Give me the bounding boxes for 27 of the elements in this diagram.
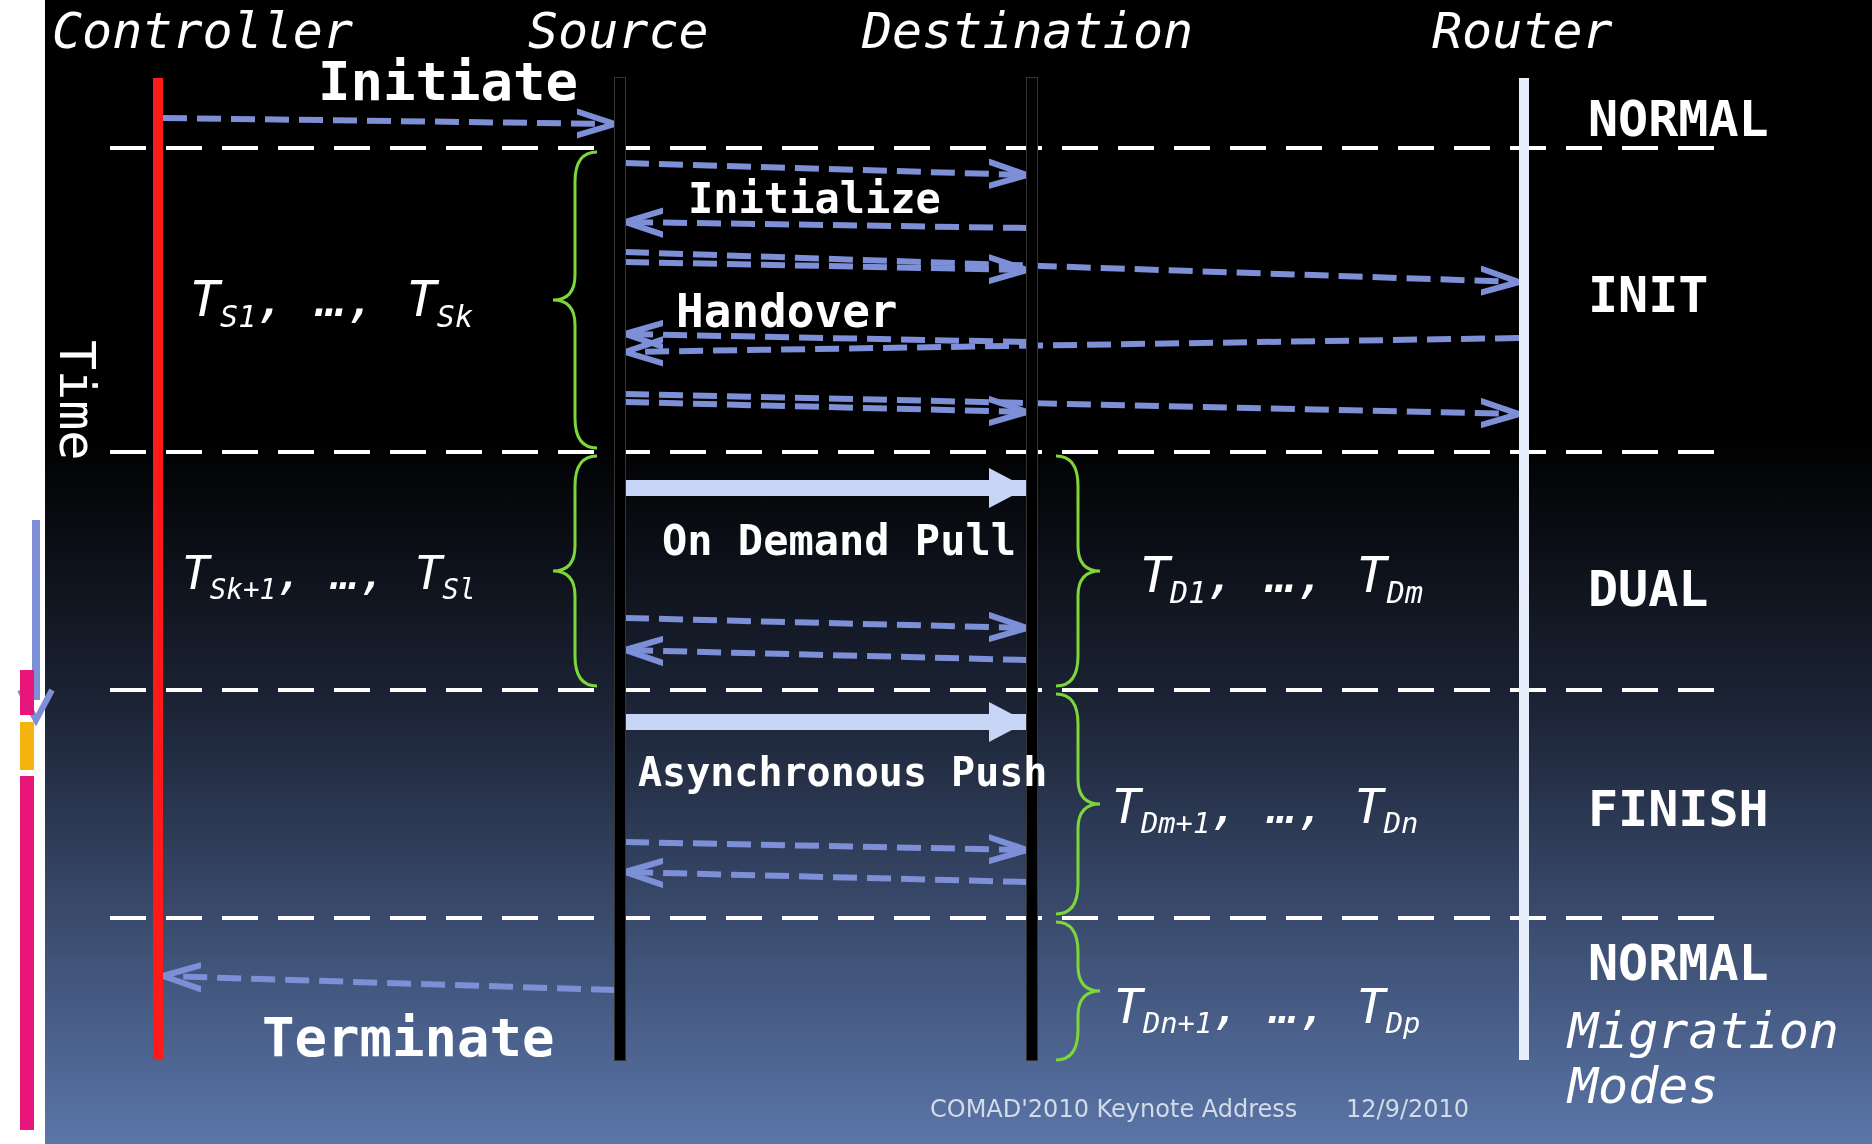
edge-label: Terminate bbox=[262, 1008, 555, 1068]
phase-label: NORMAL bbox=[1588, 92, 1769, 147]
phase-label: DUAL bbox=[1588, 562, 1709, 617]
lifeline bbox=[153, 78, 163, 1060]
dashed-arrow bbox=[160, 962, 616, 993]
message-label: Asynchronous Push bbox=[638, 750, 1048, 794]
lifeline-header: Router bbox=[1432, 4, 1613, 59]
phase-label: NORMAL bbox=[1588, 936, 1769, 991]
transaction-range: T$_{S1}$, …, T$_{Sk}$ bbox=[190, 272, 473, 333]
lifeline-header: Destination bbox=[862, 4, 1194, 59]
caption-label: Migration Modes bbox=[1568, 1004, 1840, 1114]
dashed-arrow bbox=[624, 391, 1522, 429]
message-label: Initialize bbox=[688, 176, 941, 223]
message-label: Handover bbox=[676, 286, 898, 337]
axis-label: Time bbox=[49, 340, 104, 461]
transaction-range: T$_{D1}$, …, T$_{Dm}$ bbox=[1140, 548, 1423, 609]
block-arrow bbox=[625, 702, 1027, 742]
message-label: On Demand Pull bbox=[662, 518, 1016, 565]
footer-text: 12/9/2010 bbox=[1346, 1096, 1470, 1123]
phase-label: FINISH bbox=[1588, 782, 1769, 837]
phase-label: INIT bbox=[1588, 268, 1709, 323]
dashed-arrow bbox=[624, 249, 1522, 296]
block-arrow bbox=[625, 468, 1027, 508]
transaction-range: T$_{Sk+1}$, …, T$_{Sl}$ bbox=[182, 548, 476, 605]
transaction-range: T$_{Dm+1}$, …, T$_{Dn}$ bbox=[1112, 780, 1419, 840]
transaction-range: T$_{Dn+1}$, …, T$_{Dp}$ bbox=[1114, 980, 1421, 1040]
lifeline bbox=[1519, 78, 1529, 1060]
